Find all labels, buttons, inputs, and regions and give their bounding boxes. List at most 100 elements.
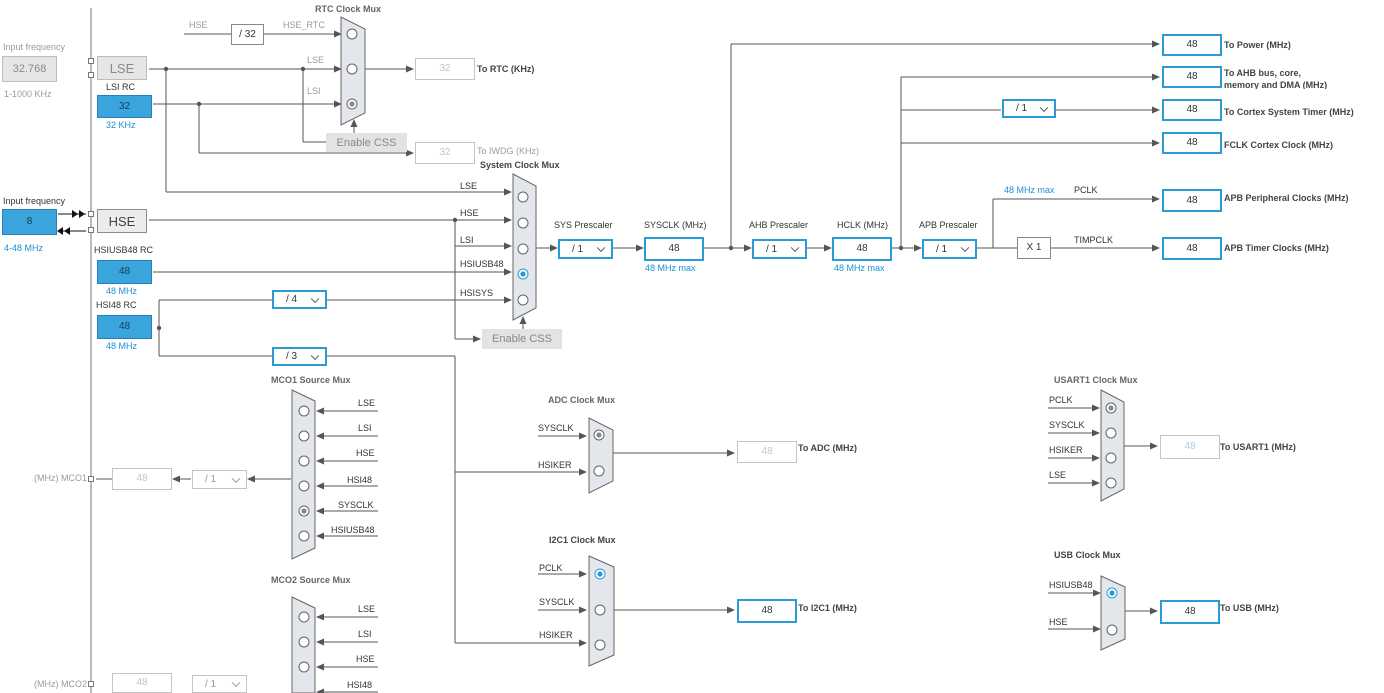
mco2-mux-title: MCO2 Source Mux: [271, 575, 351, 585]
sys-prescaler-select[interactable]: / 1: [558, 239, 613, 259]
mco1-input-lse: LSE: [358, 398, 376, 408]
rtc-hse-rtc-label: HSE_RTC: [283, 20, 325, 30]
power-output-label: To Power (MHz): [1224, 40, 1291, 50]
chevron-down-icon: [310, 294, 320, 303]
mco1-input-lsi: LSI: [358, 423, 372, 433]
i2c1-input-sysclk: SYSCLK: [539, 597, 575, 607]
mco2-divider-select[interactable]: / 1: [192, 675, 247, 693]
sys-prescaler-label: SYS Prescaler: [554, 220, 613, 230]
hse-range-label: 4-48 MHz: [4, 243, 44, 253]
hse-input-frequency-field[interactable]: 8: [2, 209, 57, 235]
usart1-input-sysclk: SYSCLK: [1049, 420, 1085, 430]
chevron-down-icon: [790, 243, 800, 253]
sysclk-max-label: 48 MHz max: [645, 263, 696, 273]
mco1-mux-title: MCO1 Source Mux: [271, 375, 351, 385]
mco2-input-hsi48: HSI48: [347, 680, 373, 690]
hsiusb48-rc-label: HSIUSB48 RC: [94, 245, 154, 255]
rtc-mux-title: RTC Clock Mux: [315, 4, 382, 14]
usb-output-label: To USB (MHz): [1220, 603, 1279, 613]
i2c1-output-value[interactable]: 48: [737, 599, 797, 623]
power-output-value[interactable]: 48: [1162, 34, 1222, 56]
apb-prescaler-label: APB Prescaler: [919, 220, 978, 230]
rtc-output-value[interactable]: 32: [415, 58, 475, 80]
usb-mux-title: USB Clock Mux: [1054, 550, 1121, 560]
fclk-output-value[interactable]: 48: [1162, 132, 1222, 154]
usb-output-value[interactable]: 48: [1160, 600, 1220, 624]
mco2-input-hse: HSE: [356, 654, 375, 664]
sysmux-input-hsiusb48: HSIUSB48: [460, 259, 504, 269]
sysmux-input-lsi: LSI: [460, 235, 474, 245]
i2c1-mux-title: I2C1 Clock Mux: [549, 535, 616, 545]
apb-periph-output-value[interactable]: 48: [1162, 189, 1222, 212]
ahb-output-value[interactable]: 48: [1162, 66, 1222, 88]
usart1-mux-title: USART1 Clock Mux: [1054, 375, 1138, 385]
lse-input-frequency-label: Input frequency: [3, 42, 66, 52]
mco1-input-hse: HSE: [356, 448, 375, 458]
chevron-down-icon: [960, 243, 970, 253]
apb-timer-output-label: APB Timer Clocks (MHz): [1224, 243, 1329, 253]
usart1-input-pclk: PCLK: [1049, 395, 1073, 405]
usart1-input-hsiker: HSIKER: [1049, 445, 1083, 455]
cortex-divider-select[interactable]: / 1: [1002, 99, 1056, 118]
lse-oscillator-box[interactable]: LSE: [97, 56, 147, 80]
mco1-input-hsi48: HSI48: [347, 475, 373, 485]
chevron-down-icon: [231, 678, 241, 688]
i2c1-input-hsiker: HSIKER: [539, 630, 573, 640]
hsiusb48-rc-value[interactable]: 48: [97, 260, 152, 284]
timer-multiplier-box[interactable]: X 1: [1017, 237, 1051, 259]
hclk-max-label: 48 MHz max: [834, 263, 885, 273]
adc-mux-shape: [588, 417, 614, 494]
mco1-output-value[interactable]: 48: [112, 468, 172, 490]
lsi-rc-value[interactable]: 32: [97, 95, 152, 118]
i2c1-input-pclk: PCLK: [539, 563, 563, 573]
ahb-output-label-1: To AHB bus, core,: [1224, 68, 1302, 78]
mco2-input-lsi: LSI: [358, 629, 372, 639]
mco-divider-select[interactable]: / 3: [272, 347, 327, 366]
system-mux-title: System Clock Mux: [480, 160, 560, 170]
adc-input-hsiker: HSIKER: [538, 460, 572, 470]
sysclk-label: SYSCLK (MHz): [644, 220, 707, 230]
hsi48-rc-label: HSI48 RC: [96, 300, 137, 310]
hsi48-unit-label: 48 MHz: [106, 341, 138, 351]
usb-mux-shape: [1100, 575, 1126, 651]
hsisys-divider-select[interactable]: / 4: [272, 290, 327, 309]
hsi48-rc-value[interactable]: 48: [97, 315, 152, 339]
mco2-output-value[interactable]: 48: [112, 673, 172, 693]
hclk-label: HCLK (MHz): [837, 220, 888, 230]
sysmux-input-hsisys: HSISYS: [460, 288, 494, 298]
adc-input-sysclk: SYSCLK: [538, 423, 574, 433]
adc-mux-title: ADC Clock Mux: [548, 395, 616, 405]
apb-periph-output-label: APB Peripheral Clocks (MHz): [1224, 193, 1349, 203]
hsiusb48-unit-label: 48 MHz: [106, 286, 138, 296]
rtc-output-label: To RTC (KHz): [477, 64, 535, 74]
mco2-output-label: (MHz) MCO2: [34, 679, 87, 689]
rtc-enable-css-button[interactable]: Enable CSS: [326, 133, 407, 152]
mco1-divider-select[interactable]: / 1: [192, 470, 247, 489]
ahb-prescaler-select[interactable]: / 1: [752, 239, 807, 259]
apb-prescaler-select[interactable]: / 1: [922, 239, 977, 259]
cortex-output-value[interactable]: 48: [1162, 99, 1222, 121]
sys-enable-css-button[interactable]: Enable CSS: [482, 329, 562, 349]
chevron-down-icon: [231, 474, 241, 483]
hse-input-frequency-label: Input frequency: [3, 196, 66, 206]
iwdg-output-value[interactable]: 32: [415, 142, 475, 164]
usart1-mux-shape: [1100, 389, 1125, 502]
rtc-hse-divider[interactable]: / 32: [231, 24, 264, 45]
lse-range-label: 1-1000 KHz: [4, 89, 52, 99]
hclk-value[interactable]: 48: [832, 237, 892, 261]
ahb-prescaler-label: AHB Prescaler: [749, 220, 809, 230]
adc-output-value[interactable]: 48: [737, 441, 797, 463]
usart1-output-value[interactable]: 48: [1160, 435, 1220, 459]
chevron-down-icon: [596, 243, 606, 253]
ahb-output-label-2: memory and DMA (MHz): [1224, 80, 1328, 89]
lse-input-frequency-field[interactable]: 32.768: [2, 56, 57, 82]
iwdg-output-label: To IWDG (KHz): [477, 146, 539, 156]
hse-oscillator-box[interactable]: HSE: [97, 209, 147, 233]
lsi-rc-label: LSI RC: [106, 82, 136, 92]
apb-timer-output-value[interactable]: 48: [1162, 237, 1222, 260]
sysclk-value[interactable]: 48: [644, 237, 704, 261]
sysmux-input-lse: LSE: [460, 181, 478, 191]
usb-input-hse: HSE: [1049, 617, 1068, 627]
usb-input-hsiusb48: HSIUSB48: [1049, 580, 1093, 590]
